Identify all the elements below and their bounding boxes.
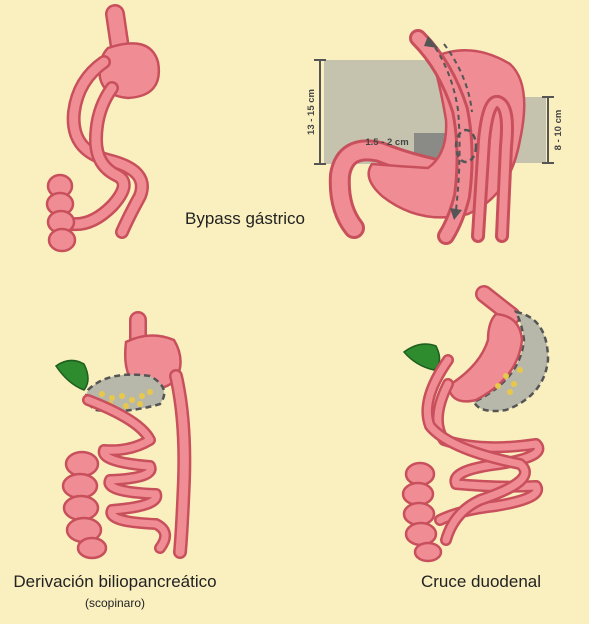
- dim-line-right: [542, 96, 554, 164]
- biliopancreatic-sublabel: (scopinaro): [85, 596, 145, 610]
- duodenal-switch-diagram: [401, 285, 550, 563]
- biliopancreatic-label: Derivación biliopancreático: [13, 572, 216, 591]
- alimentary-limb-ds: [421, 354, 531, 546]
- colon-ds: [401, 461, 443, 563]
- sleeve-stomach-ds: [446, 312, 524, 403]
- biliary-limb: [65, 81, 131, 232]
- dim-line-long: [314, 59, 326, 165]
- arrow-head-top: [424, 36, 438, 48]
- arrow-head-bottom: [450, 208, 462, 220]
- biliopancreatic-diagram: [54, 311, 192, 560]
- gallbladder-bpd: [54, 359, 89, 391]
- jejunal-loop: [471, 95, 514, 243]
- measure-label-short: 1.5 - 2 cm: [365, 137, 408, 148]
- esophagus: [105, 4, 130, 58]
- removed-stomach-area-ds: [472, 310, 550, 413]
- colon-bpd: [61, 450, 108, 560]
- esophagus-ds: [475, 285, 521, 325]
- measure-label-right: 8 - 10 cm: [553, 110, 564, 151]
- duodenal-switch-label: Cruce duodenal: [421, 572, 541, 591]
- bp-limb-loops: [82, 394, 172, 554]
- bypass-roux-diagram: [45, 4, 161, 253]
- pancreas-ds: [495, 367, 523, 395]
- anastomosis-marker: [454, 128, 478, 164]
- alimentary-limb-bpd: [169, 369, 192, 559]
- gallbladder-ds: [402, 343, 441, 371]
- flow-arrows: [424, 36, 473, 220]
- bypass-label: Bypass gástrico: [185, 209, 305, 228]
- pancreas-bpd: [99, 389, 153, 409]
- sleeve-measure-diagram: 13 - 15 cm 8 - 10 cm 1.5 - 2 cm: [306, 29, 564, 245]
- measure-label-long: 13 - 15 cm: [306, 89, 317, 135]
- colon: [45, 173, 77, 253]
